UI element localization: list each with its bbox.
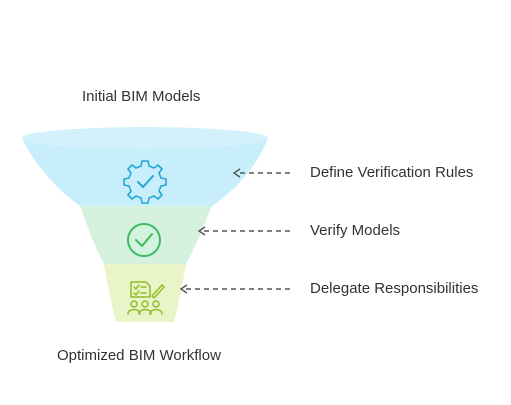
funnel-stage-1 [22,138,268,206]
stage-label-delegate: Delegate Responsibilities [310,280,479,297]
stage-label-define-rules: Define Verification Rules [310,164,474,181]
bottom-label: Optimized BIM Workflow [57,347,221,364]
funnel-rim [22,127,268,149]
top-label: Initial BIM Models [82,88,201,105]
arrow-stage-3 [179,284,290,294]
arrow-stage-2 [197,226,290,236]
stage-label-verify-models: Verify Models [310,222,401,239]
team-checklist-icon [127,281,165,315]
arrow-stage-1 [232,168,290,178]
gear-check-icon [123,160,167,204]
funnel-stage-2 [80,206,212,264]
check-circle-icon [127,223,161,257]
